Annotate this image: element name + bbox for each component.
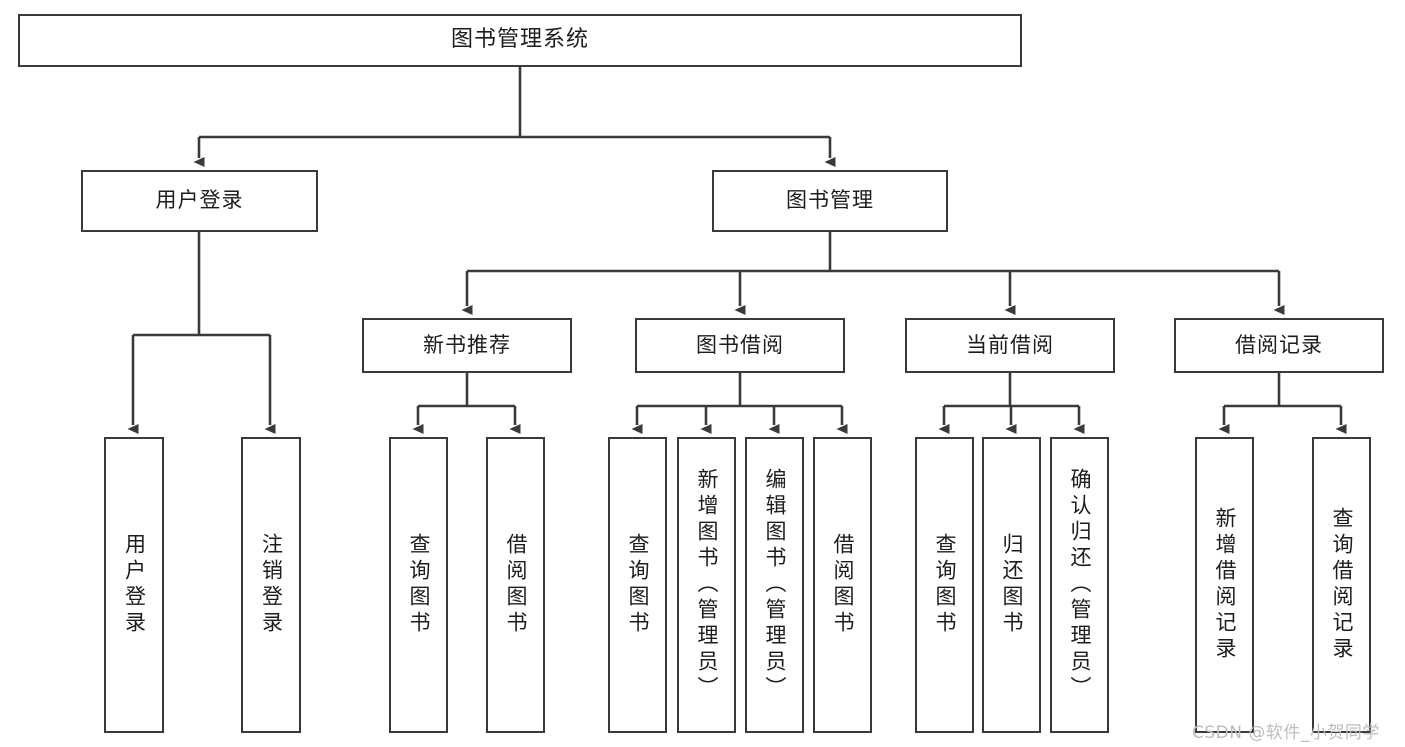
node-leaf-query-book-2-label: 查询图书	[626, 533, 650, 637]
node-borrow-record-label: 借阅记录	[1235, 332, 1323, 357]
node-user-login[interactable]: 用户登录	[81, 170, 318, 232]
node-root-system[interactable]: 图书管理系统	[18, 14, 1022, 67]
node-leaf-query-book-1-label: 查询图书	[407, 533, 431, 637]
node-leaf-confirm-return[interactable]: 确认归还（管理员）	[1050, 437, 1109, 733]
node-leaf-borrow-book-2[interactable]: 借阅图书	[813, 437, 872, 733]
node-book-management[interactable]: 图书管理	[712, 170, 948, 232]
node-leaf-return-book[interactable]: 归还图书	[982, 437, 1041, 733]
node-current-borrow[interactable]: 当前借阅	[905, 318, 1115, 373]
node-leaf-user-login[interactable]: 用户登录	[104, 437, 164, 733]
node-leaf-add-record-label: 新增借阅记录	[1213, 507, 1237, 663]
node-root-system-label: 图书管理系统	[450, 27, 589, 53]
node-leaf-add-book-label: 新增图书（管理员）	[695, 468, 719, 702]
node-leaf-query-book-1[interactable]: 查询图书	[389, 437, 448, 733]
node-leaf-user-login-label: 用户登录	[122, 533, 147, 637]
node-new-book-recommend-label: 新书推荐	[423, 332, 511, 357]
node-leaf-add-record[interactable]: 新增借阅记录	[1195, 437, 1254, 733]
node-current-borrow-label: 当前借阅	[966, 332, 1054, 357]
node-leaf-borrow-book-2-label: 借阅图书	[831, 533, 855, 637]
node-leaf-return-book-label: 归还图书	[1000, 533, 1024, 637]
node-leaf-query-record[interactable]: 查询借阅记录	[1312, 437, 1371, 733]
node-borrow-record[interactable]: 借阅记录	[1174, 318, 1384, 373]
node-user-login-label: 用户登录	[155, 188, 244, 213]
node-new-book-recommend[interactable]: 新书推荐	[362, 318, 572, 373]
node-book-borrow-label: 图书借阅	[696, 332, 784, 357]
node-leaf-query-record-label: 查询借阅记录	[1330, 507, 1354, 663]
node-leaf-confirm-return-label: 确认归还（管理员）	[1068, 468, 1092, 702]
node-leaf-query-book-2[interactable]: 查询图书	[608, 437, 667, 733]
node-leaf-add-book[interactable]: 新增图书（管理员）	[677, 437, 736, 733]
node-leaf-query-book-3-label: 查询图书	[933, 533, 957, 637]
watermark-credit: CSDN @软件_小贺同学	[1192, 718, 1380, 743]
node-leaf-edit-book[interactable]: 编辑图书（管理员）	[745, 437, 804, 733]
node-leaf-borrow-book-1-label: 借阅图书	[504, 533, 528, 637]
node-book-management-label: 图书管理	[786, 188, 874, 213]
watermark-credit-text: CSDN @软件_小贺同学	[1192, 723, 1380, 743]
node-leaf-edit-book-label: 编辑图书（管理员）	[763, 468, 787, 702]
node-leaf-logout-login-label: 注销登录	[259, 533, 284, 637]
node-leaf-logout-login[interactable]: 注销登录	[241, 437, 301, 733]
node-leaf-query-book-3[interactable]: 查询图书	[915, 437, 974, 733]
node-book-borrow[interactable]: 图书借阅	[635, 318, 845, 373]
node-leaf-borrow-book-1[interactable]: 借阅图书	[486, 437, 545, 733]
